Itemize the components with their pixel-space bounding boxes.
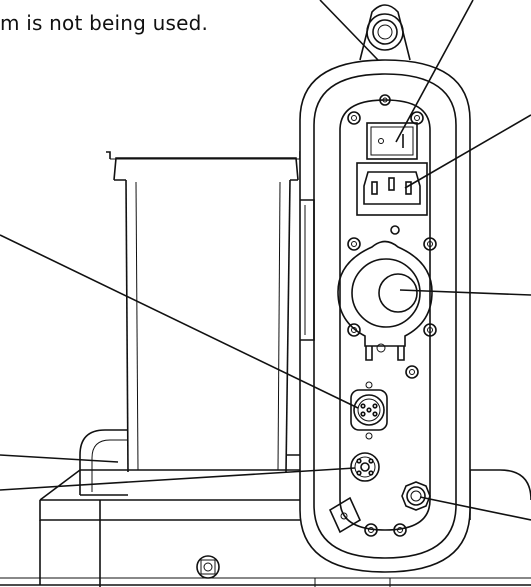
power-inlet [356, 162, 428, 216]
leader-pump [399, 289, 531, 296]
leader-tube-fitting [419, 496, 531, 521]
panel-screws [347, 94, 437, 537]
leader-foot [0, 454, 119, 463]
column-foot [79, 429, 305, 496]
small-connector [350, 452, 380, 482]
panel-bracket [328, 496, 362, 534]
leader-small-connector [0, 467, 356, 491]
base-screw [196, 555, 220, 579]
leader-lines [0, 0, 531, 521]
side-piece [300, 199, 315, 341]
leader-top-fitting [319, 0, 379, 61]
inner-plate [339, 99, 431, 531]
top-fitting [359, 4, 411, 61]
peristaltic-pump [337, 240, 433, 361]
leader-inlet [404, 114, 531, 189]
leader-switch [395, 0, 474, 143]
leader-connector [0, 234, 359, 409]
oval-panel [299, 59, 471, 573]
tube-fitting [401, 481, 431, 511]
round-connector [350, 381, 388, 440]
caption-text: m is not being used. [0, 11, 209, 35]
power-switch [366, 122, 418, 160]
column-cylinder [106, 151, 308, 473]
